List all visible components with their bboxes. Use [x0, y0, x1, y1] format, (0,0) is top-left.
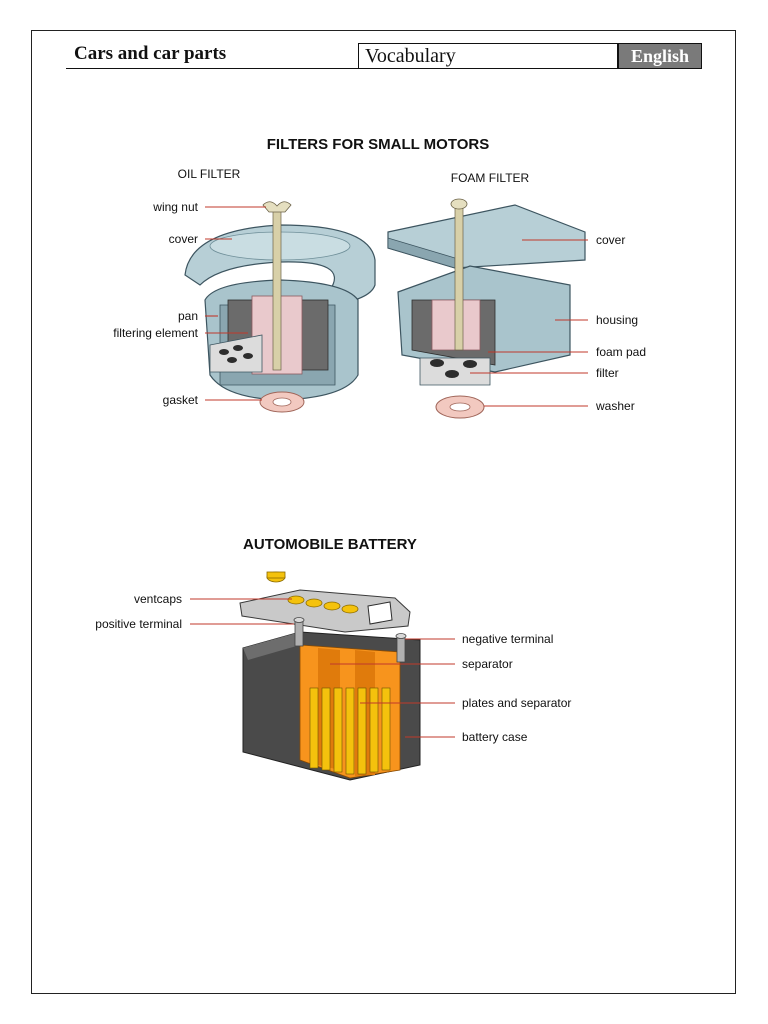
page-title: Cars and car parts — [74, 43, 227, 64]
label-battery-case: battery case — [462, 730, 528, 744]
battery-title: AUTOMOBILE BATTERY — [243, 536, 417, 553]
label-negative-terminal: negative terminal — [462, 632, 553, 646]
label-foam-cover: cover — [596, 233, 625, 247]
oil-filter-heading: OIL FILTER — [178, 167, 241, 181]
battery-illustration — [239, 571, 421, 781]
label-foam-pad: foam pad — [596, 345, 646, 359]
oil-filter-illustration — [184, 201, 376, 413]
filters-title: FILTERS FOR SMALL MOTORS — [267, 136, 490, 153]
label-ventcaps: ventcaps — [134, 592, 182, 606]
label-positive-terminal: positive terminal — [95, 617, 182, 631]
label-housing: housing — [596, 313, 638, 327]
label-plates-and-separator: plates and separator — [462, 696, 571, 710]
section-label: Vocabulary — [358, 43, 618, 69]
label-washer: washer — [595, 399, 635, 413]
label-oil-cover: cover — [169, 232, 198, 246]
language-badge: English — [618, 43, 702, 69]
label-pan: pan — [178, 309, 198, 323]
foam-filter-illustration — [387, 198, 586, 419]
label-gasket: gasket — [163, 393, 199, 407]
page-border — [31, 30, 736, 994]
label-separator: separator — [462, 657, 513, 671]
label-filtering-element: filtering element — [113, 326, 198, 340]
header-underline — [66, 68, 358, 69]
label-filter: filter — [596, 366, 619, 380]
label-wing-nut: wing nut — [152, 200, 198, 214]
foam-filter-heading: FOAM FILTER — [451, 171, 530, 185]
